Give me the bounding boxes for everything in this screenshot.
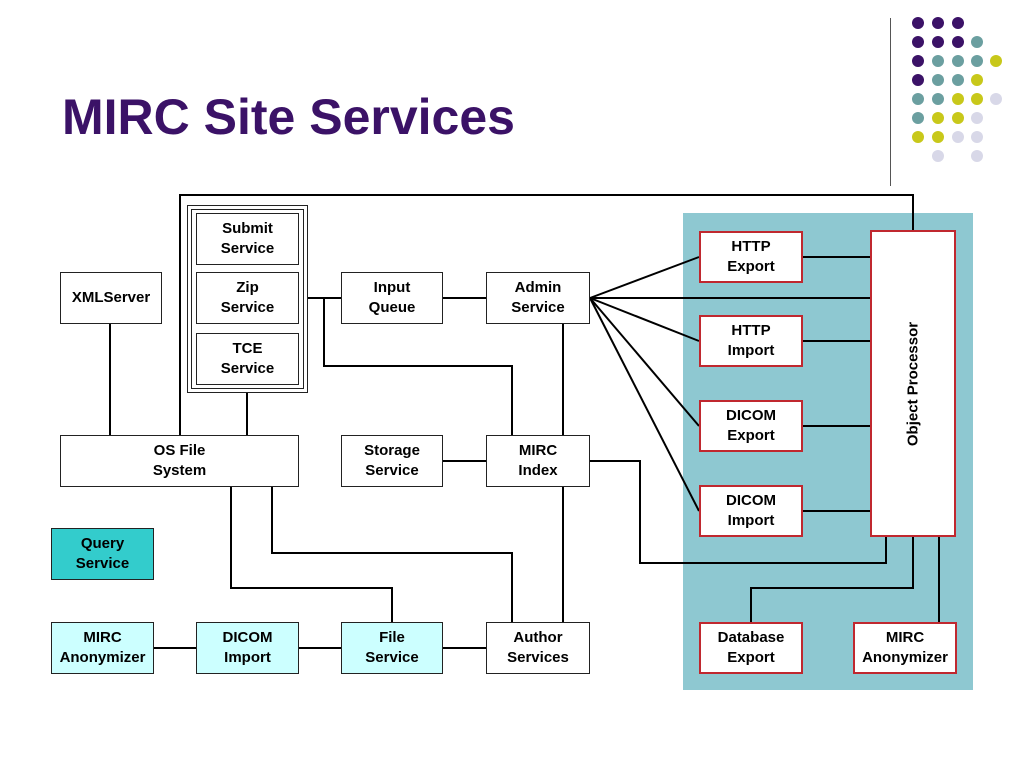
http-export-node: HTTP Export [699,231,803,283]
dot [912,36,924,48]
admin-service-node: Admin Service [486,272,590,324]
input-queue-node: Input Queue [341,272,443,324]
dot [932,112,944,124]
http-import-node: HTTP Import [699,315,803,367]
dot [912,93,924,105]
mirc-index-node: MIRC Index [486,435,590,487]
author-services-node: Author Services [486,622,590,674]
file-service-node: File Service [341,622,443,674]
dot [971,150,983,162]
dot [932,150,944,162]
dot [952,74,964,86]
dicom-export-node: DICOM Export [699,400,803,452]
mirc-anonymizer-left-node: MIRC Anonymizer [51,622,154,674]
dot [971,55,983,67]
dot [990,93,1002,105]
service-group-inner [191,209,304,389]
connector [589,297,700,342]
connector [323,298,513,435]
dicom-import-left-node: DICOM Import [196,622,299,674]
connector [230,487,393,622]
tce-service-node: TCE Service [196,333,299,385]
dot [912,131,924,143]
dot [971,131,983,143]
mirc-anonymizer-right-node: MIRC Anonymizer [853,622,957,674]
connector [589,297,700,427]
object-processor-node: Object Processor [870,230,956,537]
dot [971,93,983,105]
dot [952,93,964,105]
dot [932,55,944,67]
object-processor-label: Object Processor [904,321,922,446]
connector [179,194,914,435]
dot [952,112,964,124]
dot [932,17,944,29]
dot [932,131,944,143]
dot [971,74,983,86]
dot [952,55,964,67]
slide-title: MIRC Site Services [62,89,515,145]
dot [952,17,964,29]
connector [750,537,914,622]
dot [952,131,964,143]
dot [932,36,944,48]
connector [589,297,700,512]
dot [912,74,924,86]
title-divider-line [890,18,891,186]
os-file-system-node: OS File System [60,435,299,487]
dot [912,112,924,124]
dot [912,17,924,29]
dot [990,55,1002,67]
dot [971,112,983,124]
dot [952,36,964,48]
submit-service-node: Submit Service [196,213,299,265]
dicom-import-right-node: DICOM Import [699,485,803,537]
connector [271,487,513,622]
connector [590,460,887,564]
dot [912,55,924,67]
decorative-dot-grid [912,17,1002,162]
xmlserver-node: XMLServer [60,272,162,324]
connector [589,256,700,299]
storage-service-node: Storage Service [341,435,443,487]
dot [971,36,983,48]
database-export-node: Database Export [699,622,803,674]
query-service-node: Query Service [51,528,154,580]
zip-service-node: Zip Service [196,272,299,324]
dot [932,93,944,105]
dot [932,74,944,86]
